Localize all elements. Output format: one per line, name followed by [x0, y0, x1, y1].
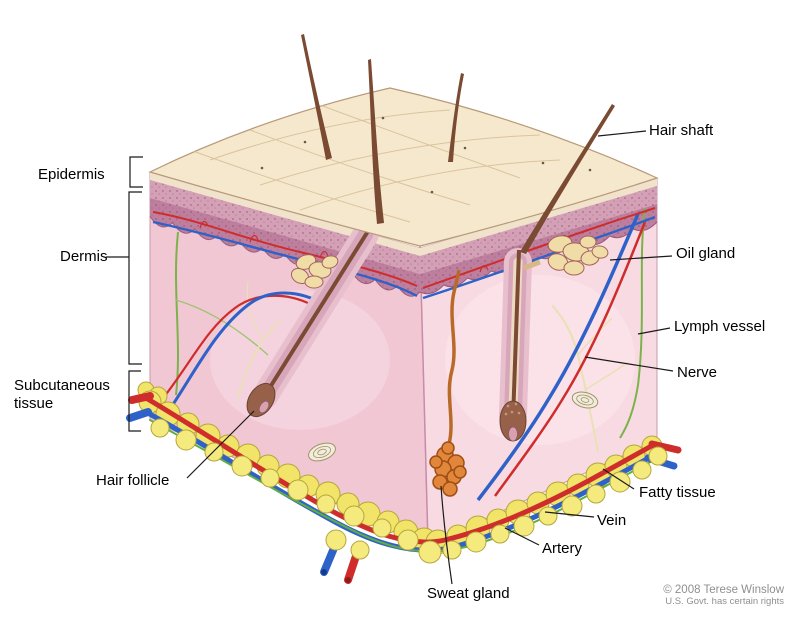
hair-shaft-graphic	[301, 34, 615, 254]
credit-line-2: U.S. Govt. has certain rights	[665, 596, 784, 607]
hair-follicle-leader	[186, 410, 255, 479]
label-artery: Artery	[542, 540, 583, 557]
label-nerve: Nerve	[677, 364, 718, 381]
artery-graphic-band	[143, 395, 658, 545]
dermis-bracket	[106, 191, 142, 365]
skin-surface-graphic	[148, 87, 659, 247]
lymph-vessel-graphic-left	[175, 231, 179, 396]
hair-follicle-graphic-right	[499, 248, 532, 442]
fatty-tissue-graphic-front	[150, 418, 668, 564]
label-dermis: Dermis	[60, 248, 108, 265]
nerve-leader	[584, 356, 674, 372]
vein-graphic-left	[166, 291, 326, 413]
artery-graphic-left	[159, 294, 311, 403]
lymph-vessel-leader	[637, 327, 671, 335]
oil-gland-leader	[609, 255, 673, 261]
oil-gland-graphic-right	[523, 235, 609, 276]
label-vein: Vein	[597, 512, 627, 529]
label-lymph-vessel: Lymph vessel	[674, 318, 766, 335]
fatty-tissue-leader	[602, 468, 635, 490]
oil-gland-graphic-left	[290, 254, 339, 289]
label-hair-shaft: Hair shaft	[649, 122, 714, 139]
artery-graphic-right	[493, 221, 647, 497]
label-hair-follicle: Hair follicle	[96, 472, 170, 489]
label-epidermis: Epidermis	[38, 166, 105, 183]
label-oil-gland: Oil gland	[676, 245, 736, 262]
nerve-corpuscle	[308, 391, 599, 462]
vein-leader	[544, 511, 595, 518]
artery-leader	[504, 527, 540, 546]
credit-line-1: © 2008 Terese Winslow	[663, 584, 784, 596]
epidermis-bracket	[129, 156, 143, 188]
leader-lines	[106, 130, 674, 585]
subcutaneous-bracket	[128, 370, 141, 432]
vein-graphic-right	[476, 213, 640, 502]
hair-shaft-leader	[597, 130, 647, 137]
hair-follicle-graphic-left	[246, 221, 379, 418]
copyright-credit: © 2008 Terese Winslow U.S. Govt. has cer…	[663, 584, 784, 607]
nerve-graphic-right	[551, 304, 599, 453]
sweat-gland-leader	[440, 485, 453, 585]
label-subcutaneous-tissue: Subcutaneous tissue	[14, 377, 110, 412]
label-sweat-gland: Sweat gland	[427, 585, 510, 602]
nerve-graphic-left	[237, 319, 281, 399]
label-fatty-tissue: Fatty tissue	[639, 484, 716, 501]
sweat-gland-graphic	[429, 269, 467, 497]
lymph-vessel-graphic-right	[619, 207, 646, 439]
